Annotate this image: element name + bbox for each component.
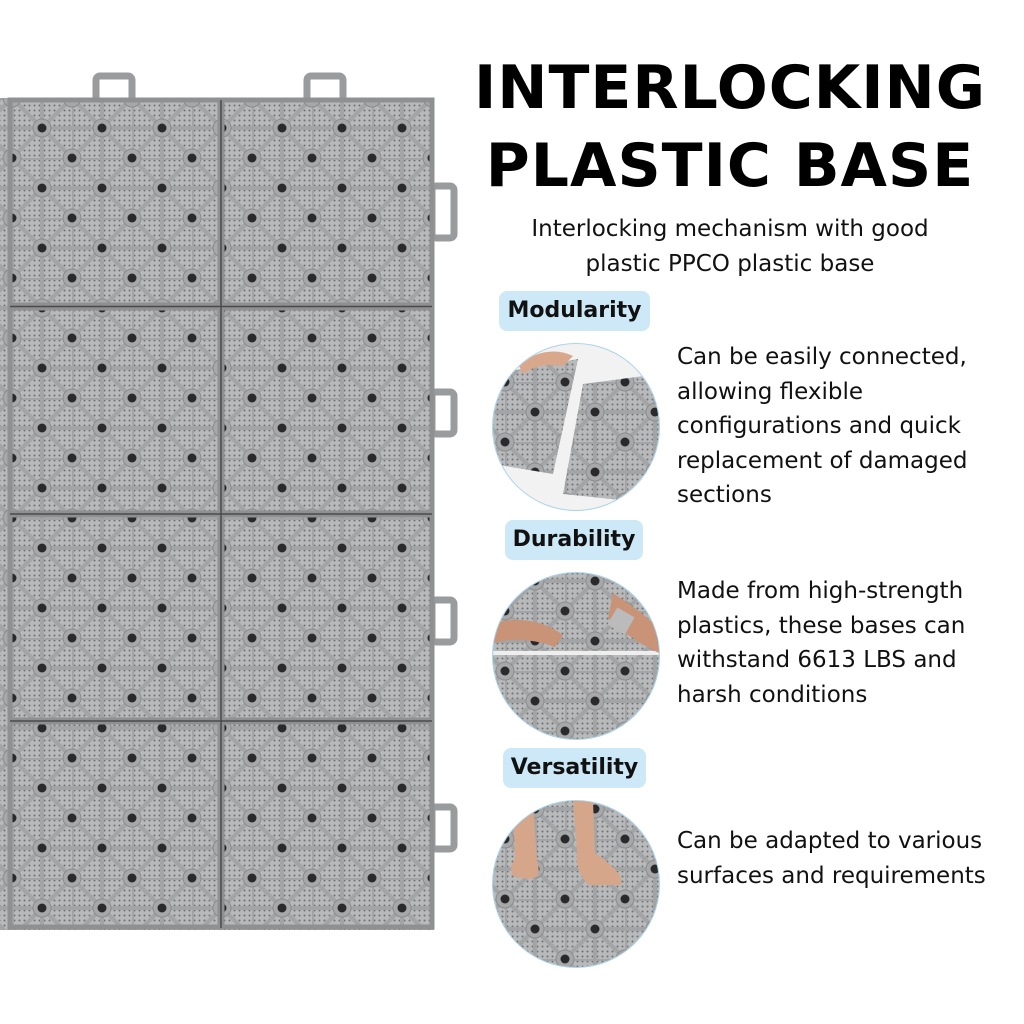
subtitle-line-1: Interlocking mechanism with good [531, 216, 929, 242]
versatility-badge: Versatility [503, 748, 646, 788]
durability-description: Made from high-strength plastics, these … [677, 578, 966, 708]
modularity-badge: Modularity [499, 291, 650, 331]
versatility-photo [492, 800, 660, 968]
title-line-1: INTERLOCKING [473, 53, 987, 123]
title-line-2: PLASTIC BASE [485, 131, 975, 201]
modularity-description: Can be easily connected, allowing flexib… [677, 344, 968, 508]
versatility-description: Can be adapted to various surfaces and r… [677, 828, 986, 889]
durability-badge: Durability [505, 520, 643, 560]
subtitle-line-2: plastic PPCO plastic base [585, 251, 875, 277]
subtitle: Interlocking mechanism with good plastic… [480, 212, 980, 282]
durability-photo [492, 572, 660, 740]
interlocking-tiles-image [0, 72, 458, 930]
modularity-photo [492, 343, 660, 511]
